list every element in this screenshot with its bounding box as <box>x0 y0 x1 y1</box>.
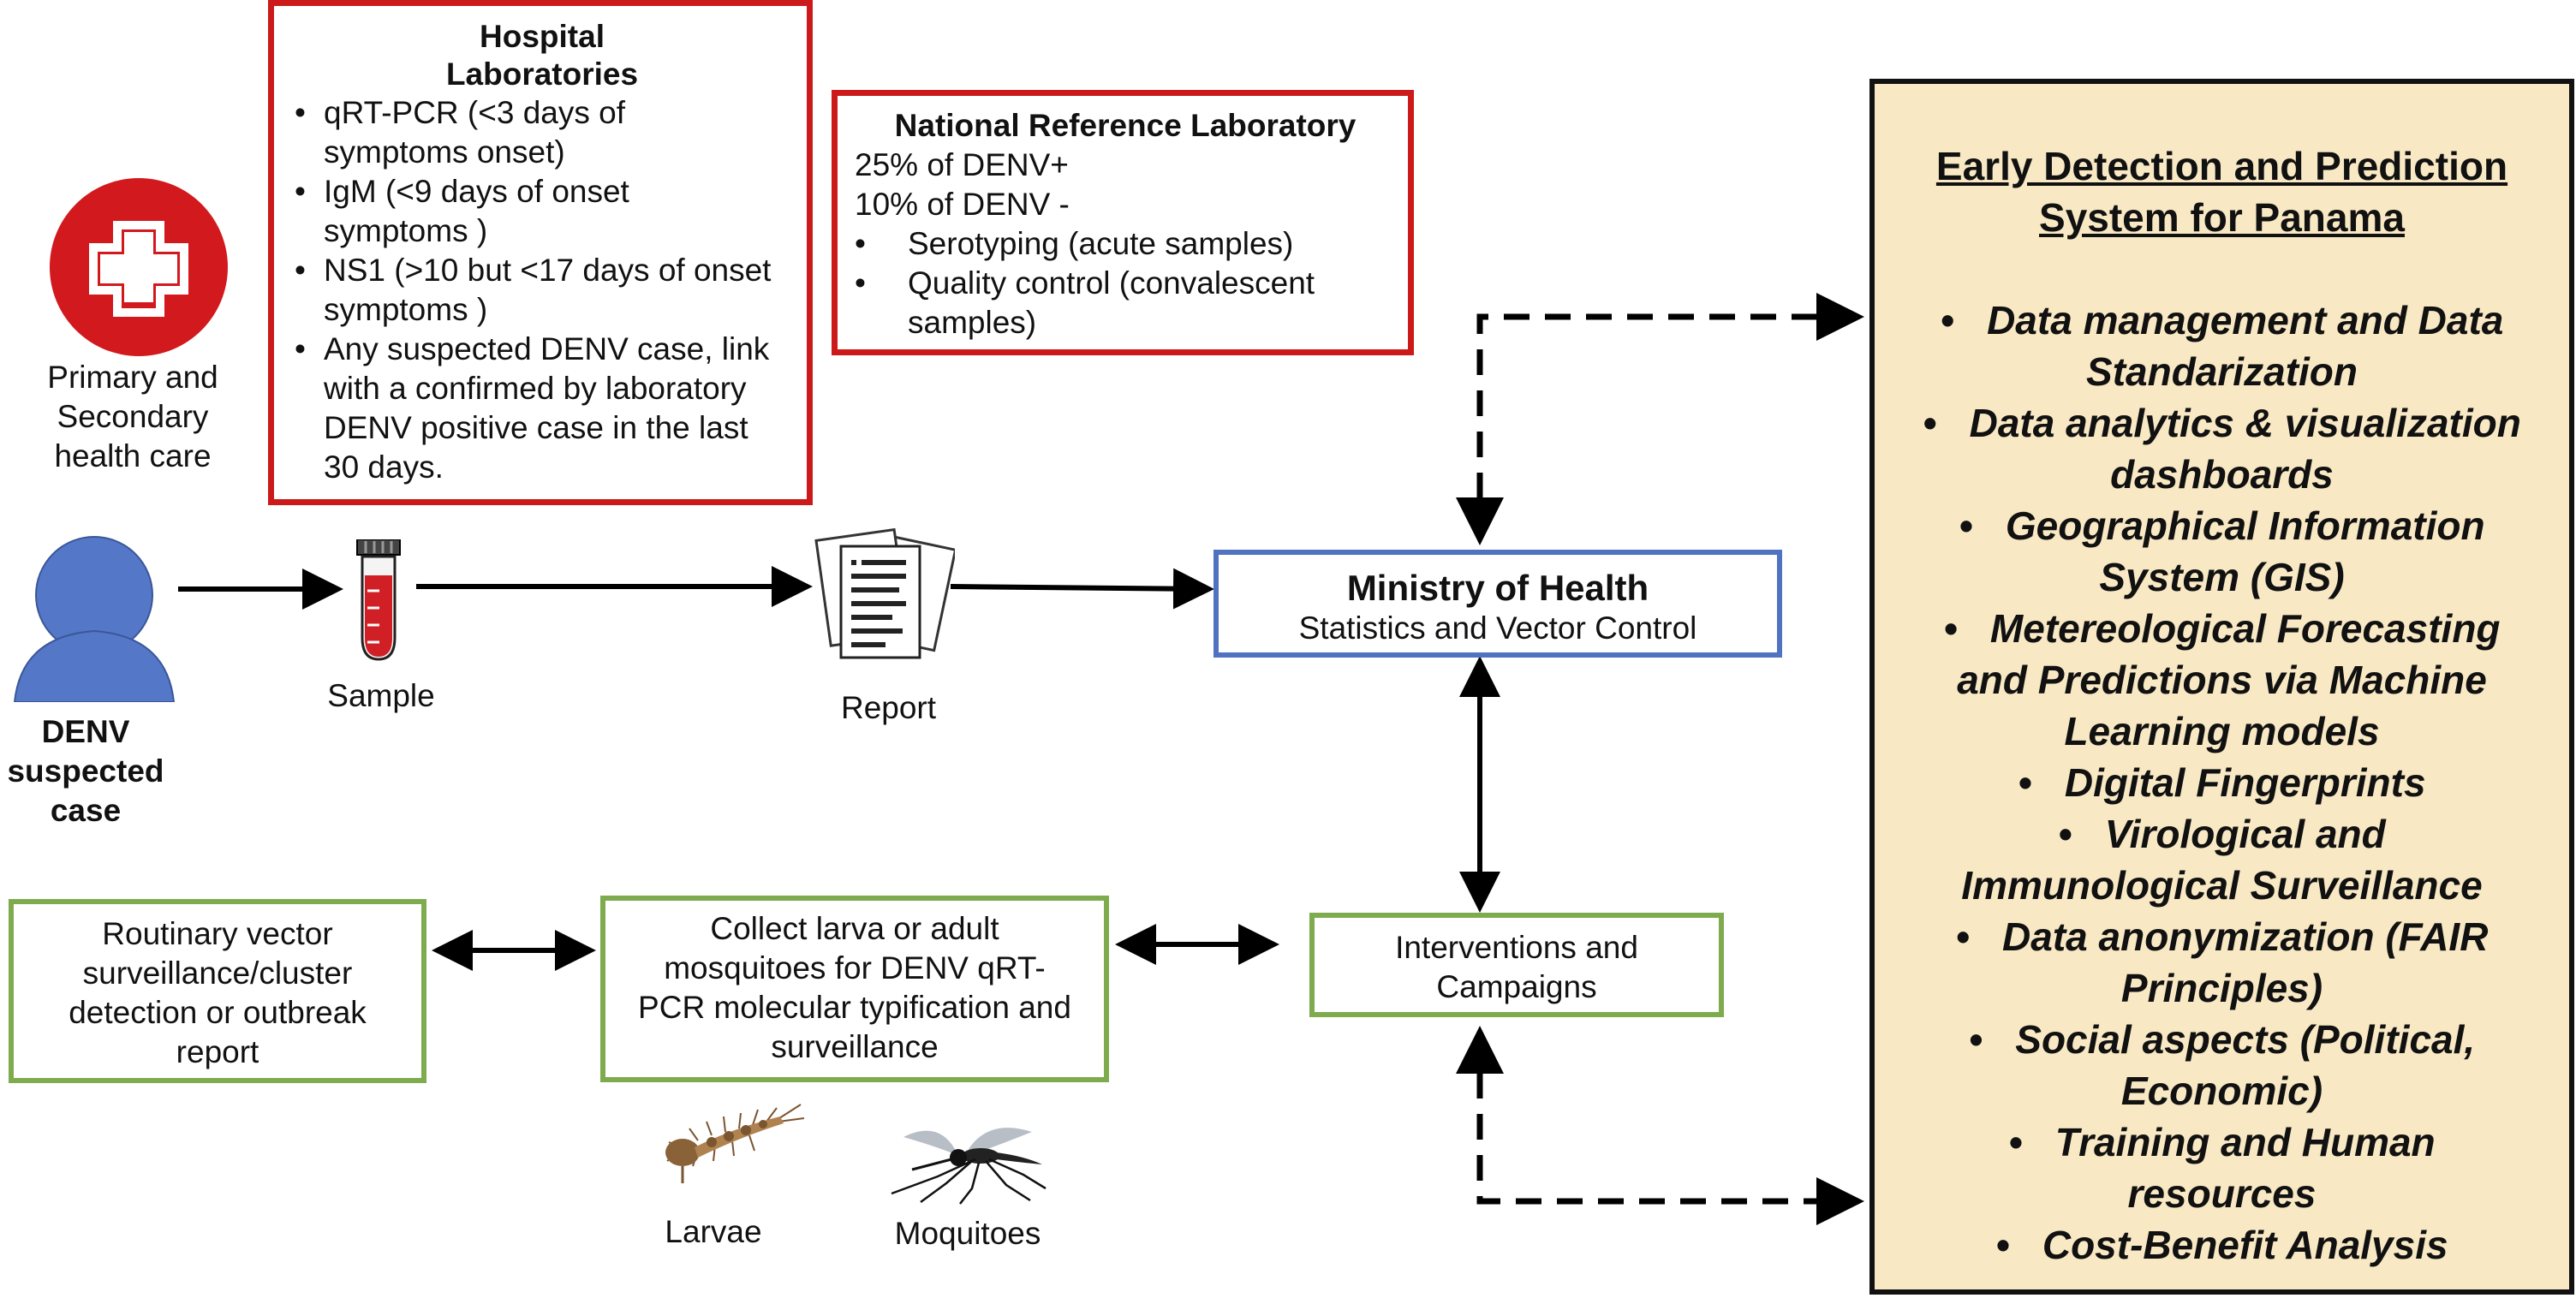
ministry-of-health-box: Ministry of Health Statistics and Vector… <box>1213 550 1782 658</box>
hospital-laboratories-box: Hospital Laboratories qRT-PCR (<3 days o… <box>268 0 813 505</box>
larvae-label: Larvae <box>665 1214 762 1249</box>
list-item: • Virological and Immunological Surveill… <box>1961 812 2483 908</box>
mosquitoes-label: Moquitoes <box>894 1216 1041 1251</box>
test-tube-icon <box>356 539 401 661</box>
list-item: Quality control (convalescent samples) <box>855 264 1396 342</box>
ministry-title: Ministry of Health <box>1346 568 1649 608</box>
national-reference-laboratory-box: National Reference Laboratory 25% of DEN… <box>832 90 1414 355</box>
list-item: • Cost-Benefit Analysis <box>1995 1223 2448 1267</box>
report-documents-icon <box>814 527 955 659</box>
list-item: • Data analytics & visualization dashboa… <box>1923 401 2521 497</box>
list-item: • Data management and Data Standarizatio… <box>1940 298 2504 394</box>
early-detection-system-box: Early Detection and Prediction System fo… <box>1869 79 2574 1295</box>
national-lab-positive-share: 25% of DENV+ <box>855 147 1069 182</box>
dashed-arrow-interventions-edps <box>1456 1026 1864 1225</box>
national-lab-tasks-list: Serotyping (acute samples) Quality contr… <box>855 224 1396 342</box>
edps-component-list: • Data management and Data Standarizatio… <box>1883 295 2561 1271</box>
national-lab-negative-share: 10% of DENV - <box>855 187 1070 222</box>
hospital-lab-criteria-list: qRT-PCR (<3 days of symptoms onset) IgM … <box>289 93 795 487</box>
list-item: IgM (<9 days of onset symptoms ) <box>289 172 795 251</box>
larva-icon <box>665 1104 805 1183</box>
arrow-report-to-ministry <box>950 568 1214 610</box>
routinary-surveillance-box: Routinary vector surveillance/cluster de… <box>9 899 426 1083</box>
list-item: • Data anonymization (FAIR Principles) <box>1955 914 2489 1010</box>
person-icon <box>13 536 176 702</box>
list-item: Any suspected DENV case, link with a con… <box>289 330 795 487</box>
list-item: • Metereological Forecasting and Predict… <box>1943 606 2501 753</box>
collect-mosquitoes-box: Collect larva or adult mosquitoes for DE… <box>600 896 1109 1082</box>
ministry-subtitle: Statistics and Vector Control <box>1298 610 1697 646</box>
list-item: qRT-PCR (<3 days of symptoms onset) <box>289 93 795 172</box>
edps-title: Early Detection and Prediction System fo… <box>1935 144 2508 240</box>
hospital-cross-icon <box>50 178 228 356</box>
list-item: • Training and Human resources <box>2008 1120 2436 1216</box>
mosquito-icon <box>891 1128 1046 1205</box>
dashed-arrow-edps-ministry <box>1456 293 1864 545</box>
hospital-lab-title: Hospital Laboratories <box>445 19 639 92</box>
national-lab-title: National Reference Laboratory <box>894 108 1357 143</box>
list-item: NS1 (>10 but <17 days of onset symptoms … <box>289 251 795 330</box>
primary-care-label: Primary and Secondary health care <box>47 360 218 473</box>
list-item: • Social aspects (Political, Economic) <box>1968 1017 2476 1113</box>
interventions-campaigns-box: Interventions and Campaigns <box>1309 913 1724 1017</box>
report-label: Report <box>840 690 937 725</box>
list-item: • Digital Fingerprints <box>2018 760 2426 805</box>
list-item: Serotyping (acute samples) <box>855 224 1396 264</box>
patient-label: DENV suspected case <box>7 714 164 828</box>
sample-label: Sample <box>327 678 435 713</box>
list-item: • Geographical Information System (GIS) <box>1959 503 2485 599</box>
